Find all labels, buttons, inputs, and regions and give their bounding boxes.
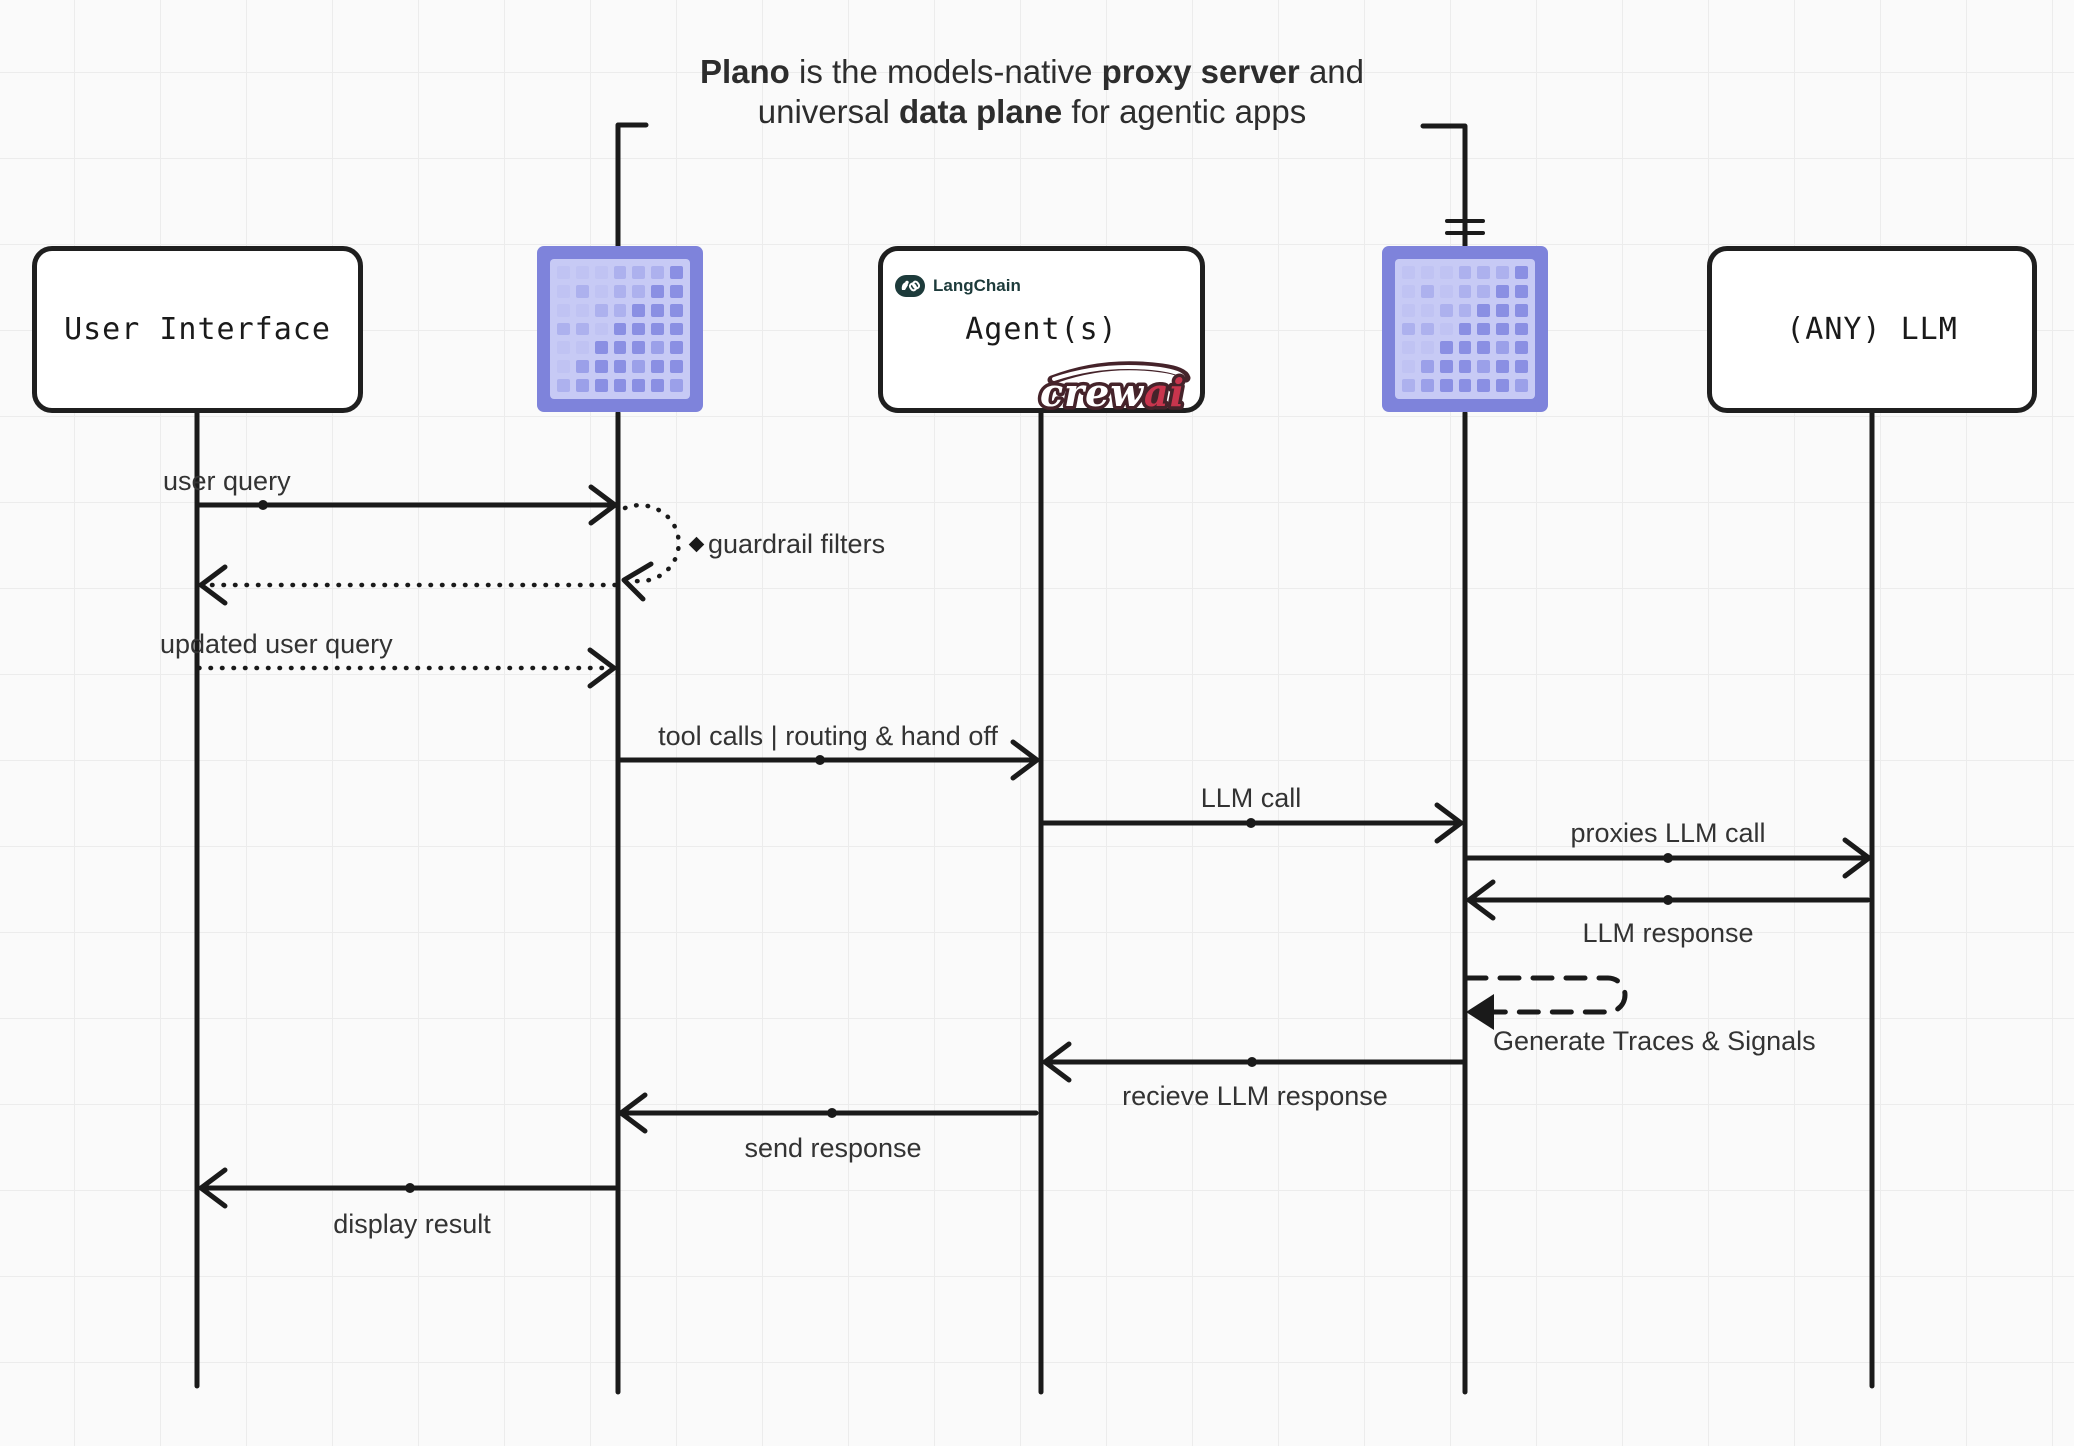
arrow-llm-response <box>1466 879 1871 921</box>
plano-logo-right <box>1382 246 1548 412</box>
plano-pixel-grid <box>557 266 683 392</box>
arrow-user-query <box>196 484 618 526</box>
langchain-logo: LangChain <box>895 275 1021 297</box>
arrow-send-response <box>618 1092 1039 1134</box>
message-label-llm-call: LLM call <box>1200 783 1302 813</box>
message-label-user-query: user query <box>163 466 291 496</box>
crewai-logo: crewai <box>1037 361 1191 419</box>
title-bracket-left <box>615 122 649 249</box>
langchain-parrot-icon <box>895 275 925 297</box>
arrow-generate-traces-loop <box>1464 975 1628 1030</box>
arrow-guardrail-return <box>198 564 618 606</box>
plano-logo-panel <box>1395 259 1535 399</box>
plano-pixel-grid <box>1402 266 1528 392</box>
message-label-display-result: display result <box>333 1209 491 1239</box>
actor-any-llm: (ANY) LLM <box>1707 246 2037 413</box>
plano-logo-left <box>537 246 703 412</box>
actor-user-interface-label: User Interface <box>64 312 331 347</box>
message-label-llm-response: LLM response <box>1582 918 1754 948</box>
arrow-recieve-llm-response <box>1042 1041 1466 1083</box>
actor-agents: LangChain Agent(s) crewai <box>878 246 1205 419</box>
plano-logo-panel <box>550 259 690 399</box>
diagram-title: Plano is the models-native proxy server … <box>700 52 1364 132</box>
message-label-send-response: send response <box>744 1133 922 1163</box>
guardrail-label-anchor-dot <box>688 536 705 553</box>
actor-any-llm-label: (ANY) LLM <box>1786 312 1958 347</box>
arrow-display-result <box>198 1167 618 1209</box>
svg-text:crewai: crewai <box>1040 370 1185 415</box>
message-label-recieve-llm-response: recieve LLM response <box>1122 1081 1388 1111</box>
actor-agents-label: Agent(s) <box>965 312 1118 347</box>
message-label-generate-traces: Generate Traces & Signals <box>1493 1026 1816 1056</box>
arrow-tool-calls <box>617 739 1040 781</box>
message-label-proxies-llm-call: proxies LLM call <box>1570 818 1766 848</box>
diagram-title-line1: Plano is the models-native proxy server … <box>699 53 1365 90</box>
langchain-label: LangChain <box>933 276 1021 295</box>
message-label-tool-calls: tool calls | routing & hand off <box>658 721 998 751</box>
title-bracket-tick-marks <box>1445 219 1485 235</box>
actor-user-interface: User Interface <box>32 246 363 413</box>
arrowhead-guardrail <box>621 561 654 602</box>
title-bracket-right <box>1420 123 1468 249</box>
message-label-updated-user-query: updated user query <box>160 629 393 659</box>
arrow-proxies-llm-call <box>1464 837 1872 879</box>
arrow-llm-call <box>1040 802 1464 844</box>
message-label-guardrail-filters: guardrail filters <box>708 529 886 559</box>
arrow-updated-user-query <box>196 647 617 689</box>
arrow-guardrail-filters-loop <box>622 502 681 584</box>
diagram-title-line2: universal data plane for agentic apps <box>757 93 1307 130</box>
